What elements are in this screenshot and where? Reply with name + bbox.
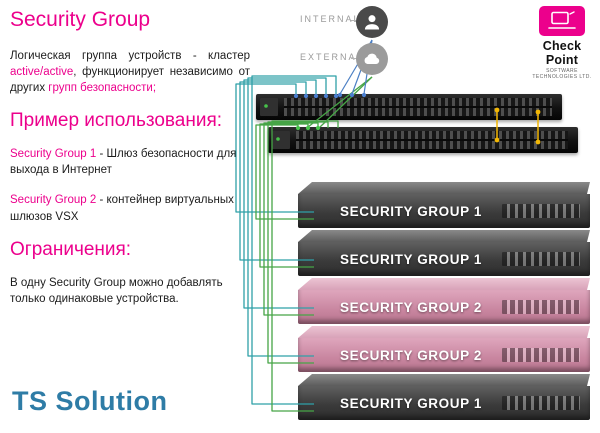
checkpoint-badge: [539, 6, 585, 36]
security-group-2-link: Security Group 2: [10, 194, 97, 207]
external-endpoint: [356, 43, 388, 75]
example-2-text: - контейнер виртуальных шлюзов VSX: [10, 194, 234, 223]
example-1-text: - Шлюз безопасности для выхода в Интерне…: [10, 148, 237, 177]
server-top-face: [298, 230, 590, 242]
internal-label: INTERNAL: [300, 14, 361, 24]
heading-limitations: Ограничения:: [10, 238, 132, 260]
ts-solution-logo: TS Solution: [12, 386, 168, 416]
orchestrator-switch-2: [268, 127, 578, 153]
security-group-1-link: Security Group 1: [10, 148, 97, 161]
server-label: SECURITY GROUP 2: [340, 347, 482, 363]
page-title: Security Group: [10, 8, 151, 31]
server-label: SECURITY GROUP 2: [340, 299, 482, 315]
description-text: , функционирует независимо от других: [10, 66, 250, 95]
server-top-face: [298, 182, 590, 194]
example-1-paragraph: Security Group 1 - Шлюз безопасности для…: [10, 146, 250, 178]
server-ports: [502, 300, 580, 314]
server-unit-1: SECURITY GROUP 1: [298, 182, 590, 228]
example-2-paragraph: Security Group 2 - контейнер виртуальных…: [10, 192, 250, 224]
highlight-security-groups: групп безопасности;: [48, 82, 157, 95]
description-paragraph: Логическая группа устройств - кластер ac…: [10, 48, 250, 96]
server-front-face: SECURITY GROUP 1: [298, 386, 590, 420]
external-label: EXTERNAL: [300, 52, 364, 62]
server-unit-5: SECURITY GROUP 1: [298, 374, 590, 420]
server-top-face: [298, 326, 590, 338]
checkpoint-logo: Check Point SOFTWARE TECHNOLOGIES LTD.: [526, 6, 598, 80]
heading-usage-example: Пример использования:: [10, 110, 223, 132]
server-front-face: SECURITY GROUP 1: [298, 242, 590, 276]
internal-endpoint: [356, 6, 388, 38]
server-top-face: [298, 374, 590, 386]
highlight-active-active: active/active: [10, 66, 74, 79]
server-label: SECURITY GROUP 1: [340, 251, 482, 267]
checkpoint-doodle-icon: [548, 11, 576, 29]
server-unit-2: SECURITY GROUP 1: [298, 230, 590, 276]
server-front-face: SECURITY GROUP 2: [298, 338, 590, 372]
server-unit-4: SECURITY GROUP 2: [298, 326, 590, 372]
server-ports: [502, 204, 580, 218]
server-label: SECURITY GROUP 1: [340, 203, 482, 219]
server-ports: [502, 396, 580, 410]
server-label: SECURITY GROUP 1: [340, 395, 482, 411]
server-ports: [502, 348, 580, 362]
checkpoint-subtitle: SOFTWARE TECHNOLOGIES LTD.: [532, 68, 592, 80]
person-icon: [364, 15, 380, 30]
description-text: Логическая группа устройств - кластер: [10, 50, 250, 62]
orchestrator-switch-1: [256, 94, 562, 120]
server-front-face: SECURITY GROUP 1: [298, 194, 590, 228]
server-front-face: SECURITY GROUP 2: [298, 290, 590, 324]
left-panel: Security Group Логическая группа устройс…: [10, 8, 250, 321]
switch-ports: [296, 131, 568, 149]
limitations-paragraph: В одну Security Group можно добавлять то…: [10, 276, 223, 305]
server-ports: [502, 252, 580, 266]
server-unit-3: SECURITY GROUP 2: [298, 278, 590, 324]
server-top-face: [298, 278, 590, 290]
checkpoint-name: Check Point: [542, 39, 582, 67]
switch-ports: [284, 98, 552, 116]
cloud-icon: [364, 53, 380, 64]
